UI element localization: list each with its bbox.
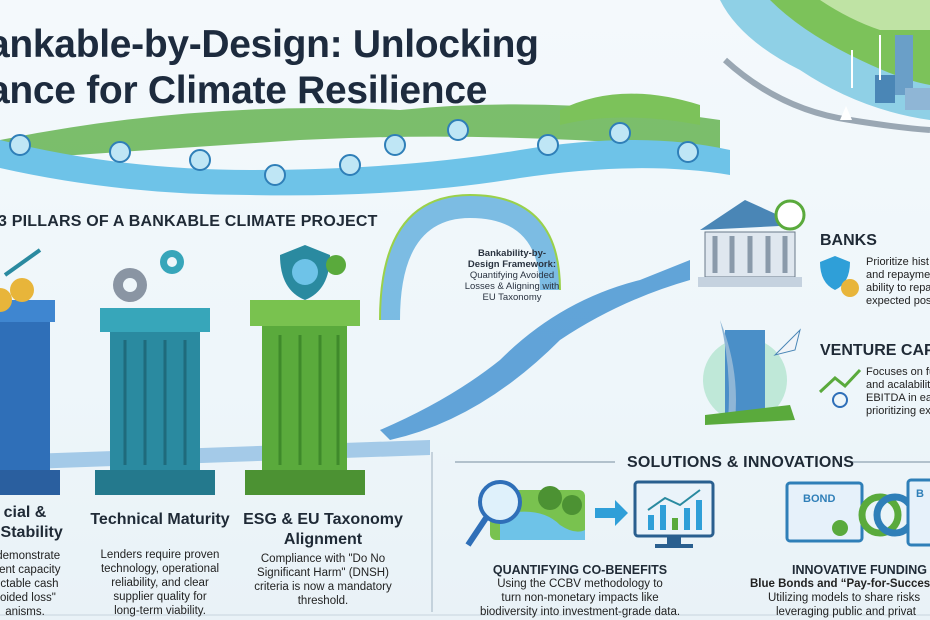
framework-label-line: Losses & Aligning with	[464, 281, 560, 292]
bond-label: BOND	[803, 493, 836, 505]
chart-monitor-icon	[633, 480, 715, 548]
desc-line: expected pos	[866, 295, 930, 307]
framework-label-line: Design Framework:	[467, 259, 557, 270]
venture-capital-desc: Focuses on fu and acalabilit EBITDA in e…	[866, 366, 930, 418]
desc-line: and repayme	[866, 269, 930, 281]
coastal-city-illustration	[720, 0, 930, 133]
framework-label-line: Bankability-by-	[477, 248, 547, 259]
banks-title: BANKS	[820, 232, 877, 249]
pillar-title: Technical Maturity	[90, 511, 230, 528]
solution-title: QUANTIFYING CO-BENEFITS	[492, 563, 668, 577]
nature-magnifier-icon	[465, 480, 585, 547]
pillar-desc: Significant Harm" (DNSH)	[257, 567, 389, 579]
flow-path	[380, 260, 690, 440]
framework-label: Bankability-by- Design Framework: Quanti…	[447, 248, 577, 303]
pillar-esg	[245, 245, 365, 495]
desc-line: and acalabilit	[866, 379, 930, 391]
title-line-2: ance for Climate Resilience	[0, 69, 488, 112]
solution-title: INNOVATIVE FUNDING M	[792, 563, 930, 577]
pillar-desc: supplier quality for	[113, 591, 207, 603]
check-icon	[326, 255, 346, 275]
pillar-financial	[0, 248, 60, 495]
solution-desc: turn non-monetary impacts like	[501, 592, 659, 604]
page-title: ankable-by-Design: Unlocking ance for Cl…	[0, 22, 539, 114]
pillar-technical	[95, 250, 215, 495]
pillar-desc: criteria is now a mandatory	[254, 581, 392, 593]
bond-label: B	[916, 488, 924, 500]
pillar-desc: dictable cash	[0, 578, 59, 590]
co-benefits-block: QUANTIFYING CO-BENEFITS Using the CCBV m…	[445, 563, 715, 619]
solution-desc: biodiversity into investment-grade data.	[479, 606, 681, 618]
coin-icons	[9, 119, 699, 186]
desc-line: Prioritize hist	[866, 256, 929, 268]
globe-icon	[292, 259, 318, 285]
solution-desc: Utilizing models to share risks	[768, 592, 921, 604]
pillar-desc: Compliance with "Do No	[260, 553, 386, 565]
pillar-title: Alignment	[283, 531, 363, 548]
pillar-desc: ment capacity	[0, 564, 61, 576]
desc-line: prioritizing ex	[866, 405, 930, 417]
pillar-esg-text: ESG & EU Taxonomy Alignment Compliance w…	[238, 510, 408, 608]
pillar-desc: t demonstrate	[0, 550, 61, 562]
funding-block: INNOVATIVE FUNDING M Blue Bonds and “Pay…	[750, 563, 930, 619]
bond-certificate-icon	[785, 478, 930, 547]
pillar-title: e Stability	[0, 524, 63, 541]
pillar-desc: threshold.	[297, 595, 349, 607]
rocket-icon	[773, 328, 801, 356]
bank-building-icon	[698, 199, 859, 297]
solutions-heading: SOLUTIONS & INNOVATIONS	[627, 454, 855, 471]
pillar-desc: Lenders require proven	[100, 549, 220, 561]
magnifier-icon	[832, 392, 848, 408]
pillar-title: cial &	[3, 504, 47, 521]
money-bag-icon	[841, 279, 859, 297]
pillar-desc: long-term viability.	[114, 605, 206, 617]
solution-subtitle: Blue Bonds and “Pay-for-Success	[750, 578, 930, 590]
pillar-desc: anisms.	[5, 606, 45, 618]
shield-check-icon	[820, 256, 850, 290]
framework-label-line: EU Taxonomy	[482, 292, 542, 303]
pillars-heading: 3 PILLARS OF A BANKABLE CLIMATE PROJECT	[0, 213, 378, 230]
desc-line: ability to repa	[866, 282, 930, 294]
solution-desc: leveraging public and privat	[776, 606, 917, 618]
banks-desc: Prioritize hist and repayme ability to r…	[866, 256, 930, 308]
title-line-1: ankable-by-Design: Unlocking	[0, 23, 539, 66]
framework-arch	[380, 195, 560, 320]
pillar-technical-text: Technical Maturity Lenders require prove…	[85, 510, 235, 618]
pillar-desc: voided loss"	[0, 592, 56, 604]
framework-label-line: Quantifying Avoided	[469, 270, 555, 281]
venture-capital-title: VENTURE CAP	[820, 342, 930, 359]
pillar-title: ESG & EU Taxonomy	[243, 511, 403, 528]
pillar-desc: technology, operational	[100, 563, 220, 575]
arrow-right-icon	[595, 500, 628, 526]
desc-line: EBITDA in ear	[866, 392, 930, 404]
desc-line: Focuses on fu	[866, 366, 930, 378]
pillar-desc: reliability, and clear	[111, 577, 209, 589]
venture-tower-icon	[703, 320, 862, 425]
clock-icon	[774, 199, 806, 231]
growth-arrow-icon	[818, 368, 862, 394]
pillar-financial-text: cial & e Stability t demonstrate ment ca…	[0, 503, 90, 619]
solution-desc: Using the CCBV methodology to	[497, 578, 663, 590]
